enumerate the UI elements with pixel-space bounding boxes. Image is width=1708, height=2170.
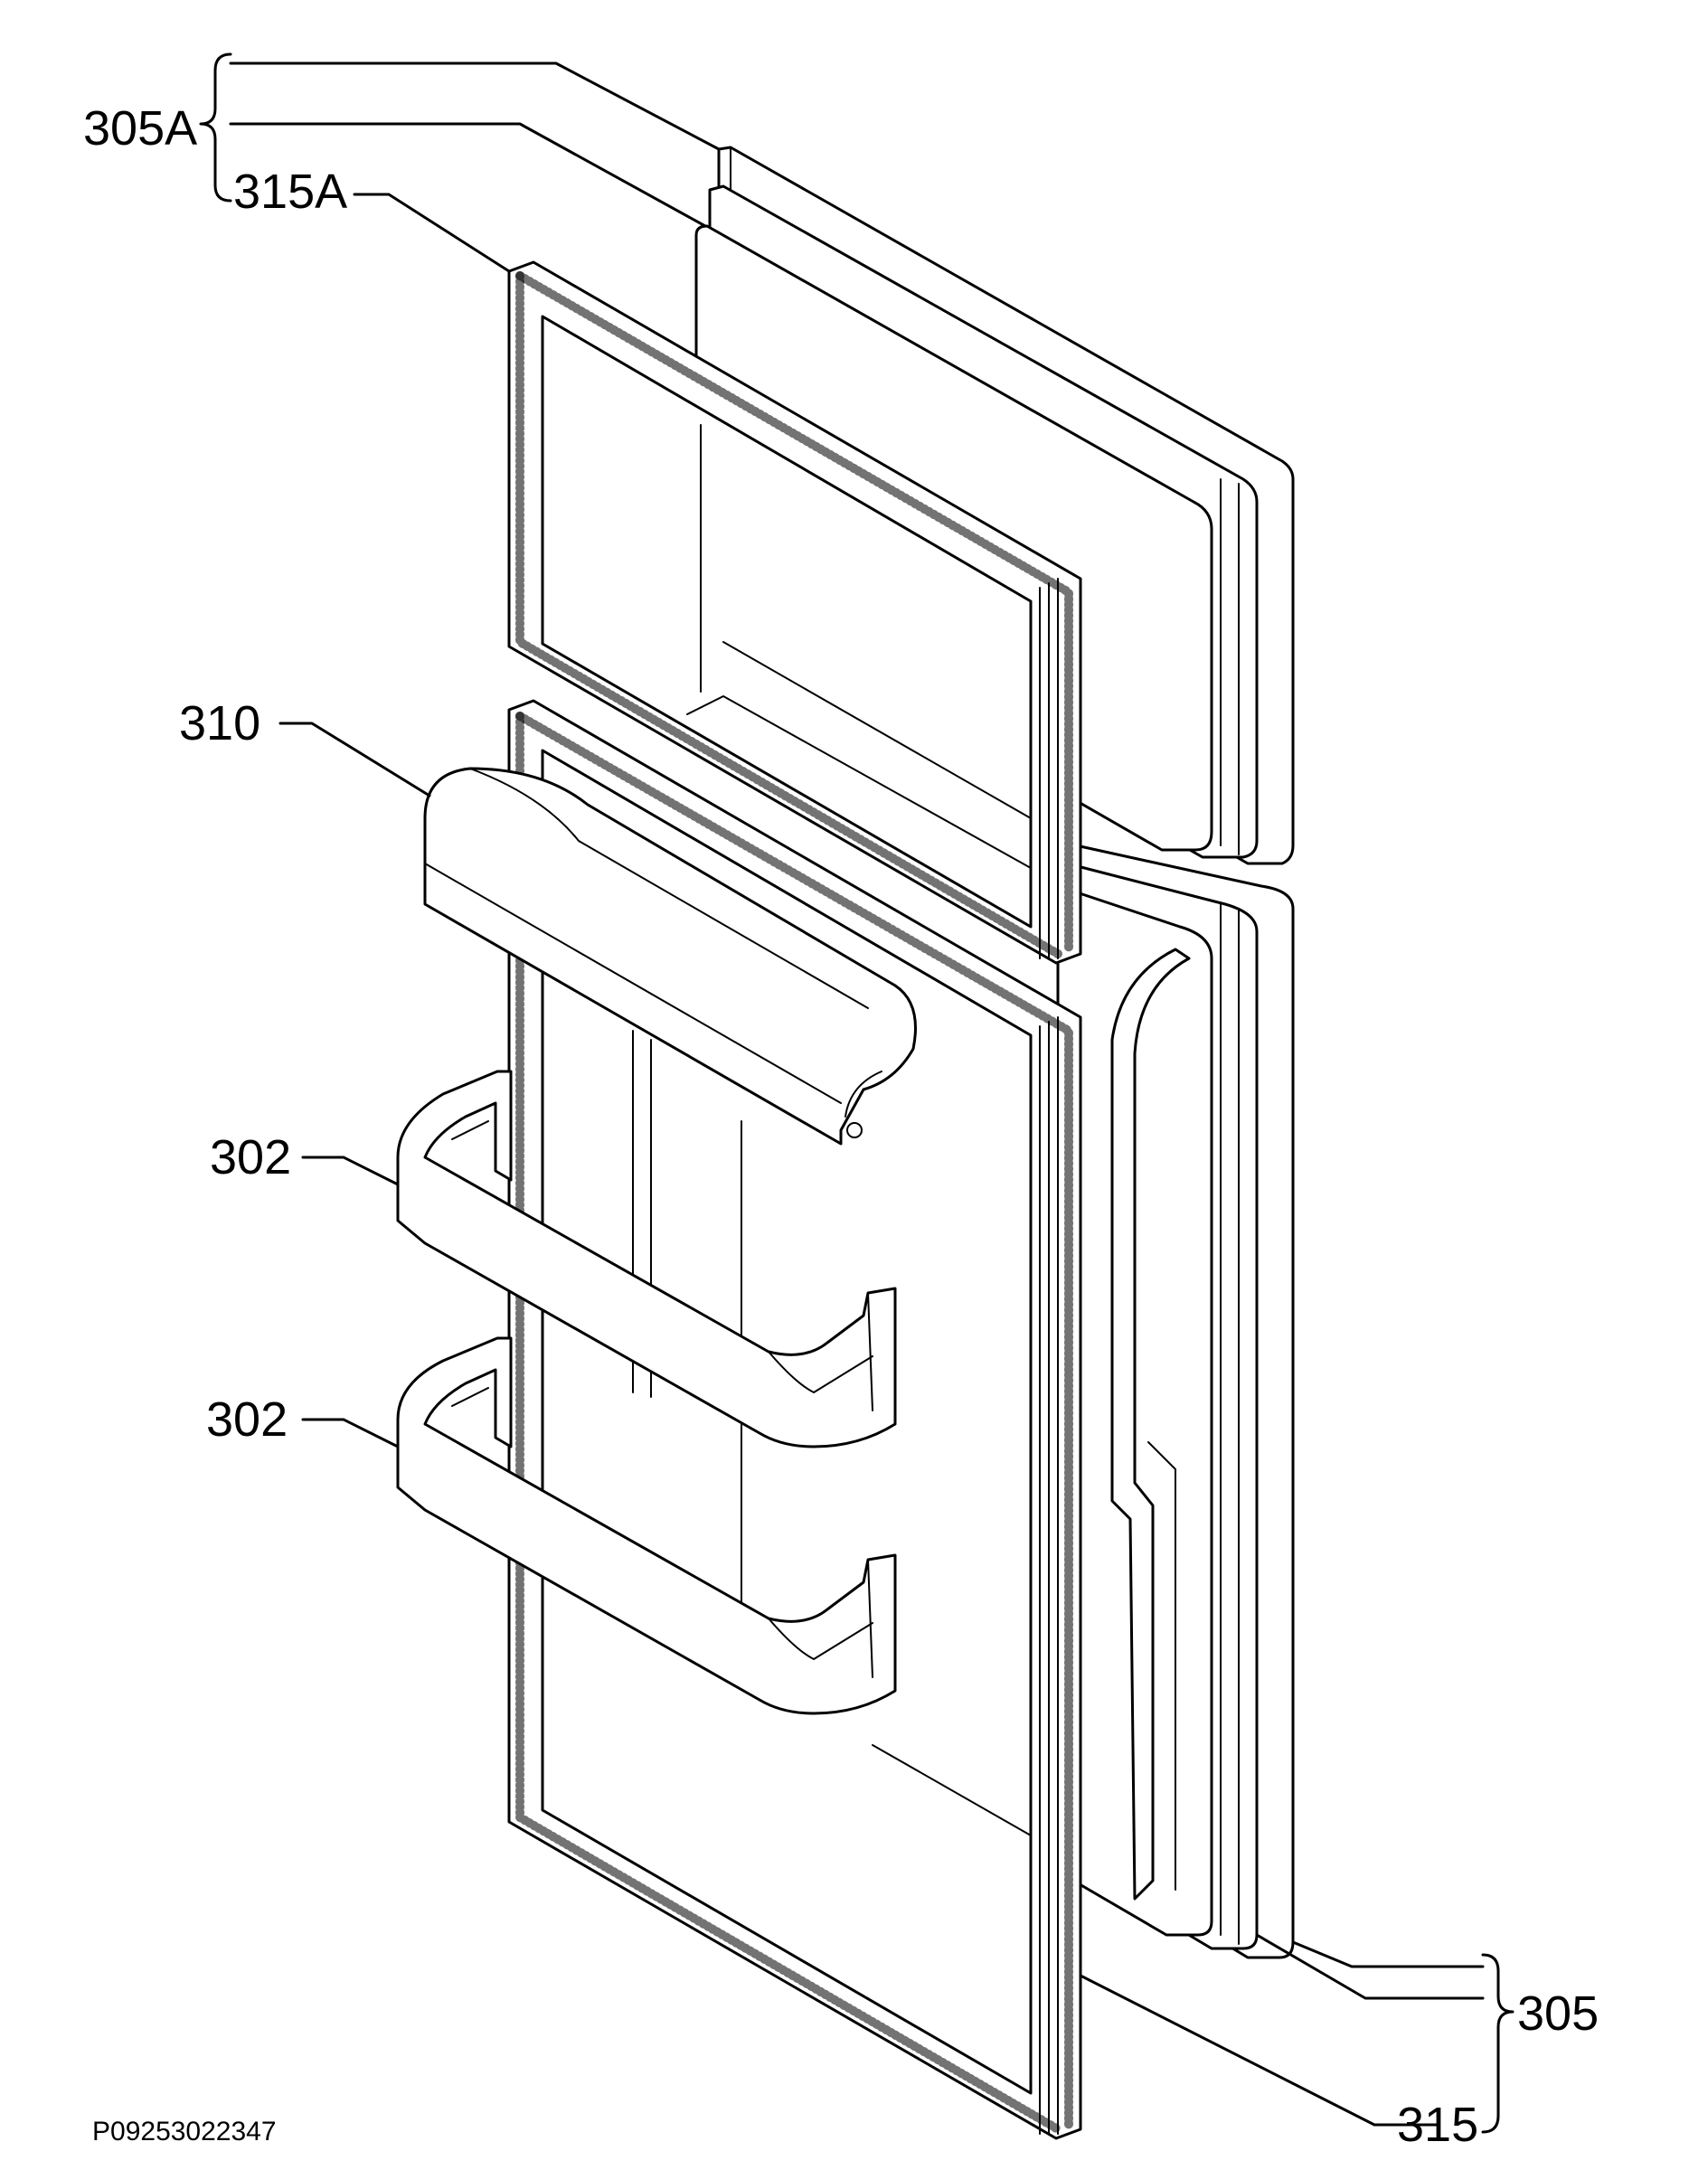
lower-door-panel [1056, 844, 1295, 1959]
label-315a: 315A [233, 165, 347, 219]
label-310: 310 [179, 696, 260, 750]
label-302-upper: 302 [210, 1130, 291, 1184]
door-shelf-lower [396, 1336, 897, 1715]
label-302-lower: 302 [206, 1392, 288, 1447]
door-handle [423, 767, 917, 1146]
braces [199, 52, 1515, 2134]
label-315: 315 [1397, 2098, 1478, 2152]
upper-door-liner [686, 424, 1032, 869]
door-shelf-upper [396, 1070, 897, 1448]
drawing-code: P09253022347 [92, 2117, 277, 2146]
leader-lines [229, 61, 1485, 2127]
label-305a: 305A [83, 101, 197, 156]
label-305: 305 [1517, 1986, 1599, 2041]
upper-door-gasket [507, 260, 1082, 965]
